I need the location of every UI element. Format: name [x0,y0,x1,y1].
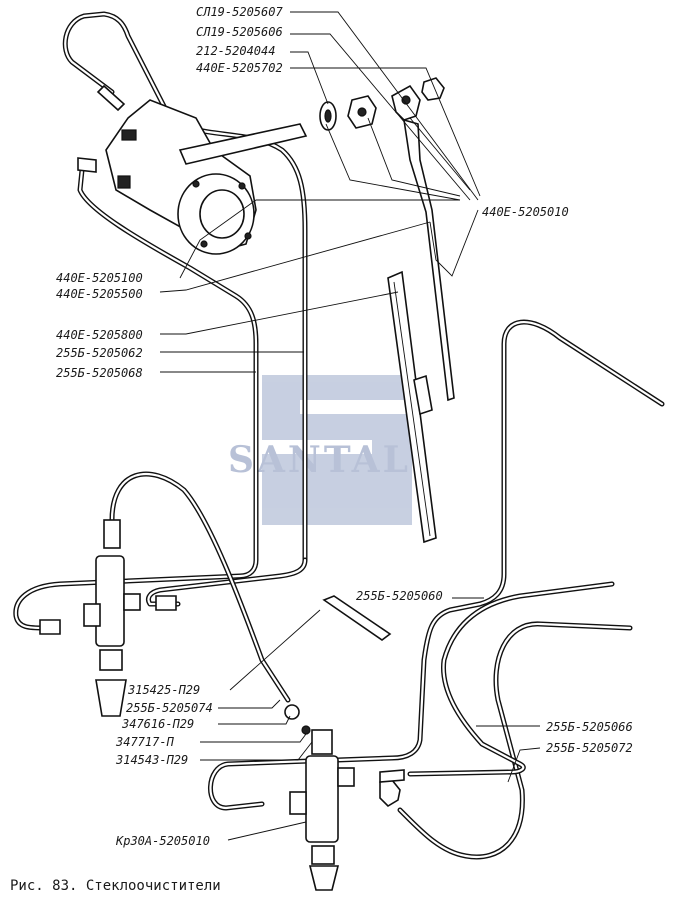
watermark: SANTAL [228,375,412,525]
tube-nut [284,704,300,720]
leader-lines [159,11,541,841]
cap-nut-part [421,77,445,101]
part-label: 440Е-5205500 [56,287,143,301]
part-label: 255Б-5205068 [56,366,143,380]
tube-center [145,557,308,607]
part-label: 212-5204044 [196,44,275,58]
part-label: Кр30А-5205010 [115,834,210,848]
valve-port [123,593,141,611]
mounting-bracket [322,595,392,641]
motor-terminal [121,129,137,141]
valve-elbow [311,729,333,755]
part-label: 347616-П29 [121,717,194,731]
labels-bottom-left: 315425-П29 255Б-5205074 347616-П29 34771… [115,683,213,767]
labels-bottom-right: 255Б-5205066 255Б-5205072 [546,720,633,755]
part-label: 440Е-5205702 [196,61,283,75]
labels-top: СЛ19-5205607 СЛ19-5205606 212-5204044 44… [196,5,283,75]
small-parts-top [319,77,445,131]
wiper-motor [77,84,308,255]
part-label: 255Б-5205062 [56,346,143,360]
valve-body [305,755,339,843]
part-label: СЛ19-5205606 [196,25,283,39]
tube-right-mid [407,581,615,777]
figure-caption: Рис. 83. Стеклоочистители [10,878,221,894]
part-label: 255Б-5205072 [546,741,633,755]
tube-fitting [379,769,405,783]
tube-washer-arc [109,471,291,703]
left-valve [39,519,177,717]
part-label: 347717-П [115,735,175,749]
part-label: 314543-П29 [115,753,188,767]
valve-nut [99,649,123,671]
tube-fitting [155,595,177,611]
valve-nut [311,845,335,865]
motor-terminal [117,175,131,189]
part-label: 440Е-5205800 [56,328,143,342]
right-valve [284,704,405,891]
tube-right-upper [208,319,665,811]
tube-fitting [96,84,126,112]
tube-nut [379,779,401,808]
tube-fitting [39,619,61,635]
labels-left: 440Е-5205100 440Е-5205500 440Е-5205800 2… [56,271,143,380]
valve-knob [95,679,127,717]
part-label: 315425-П29 [127,683,200,697]
tube-fitting [77,157,97,173]
valve-body [95,555,125,647]
part-label: СЛ19-5205607 [196,5,283,19]
motor-shaft [178,123,308,165]
part-label: 255Б-5205060 [356,589,443,603]
wiper-blade [387,270,437,544]
tube-left-long [13,167,259,631]
valve-port [83,603,101,627]
valve-knob [308,865,340,891]
watermark-logo-stripe [300,400,412,414]
valve-port [337,767,355,787]
valve-fitting [103,519,121,549]
part-label: 255Б-5205066 [546,720,633,734]
tube-right-lower [397,621,633,860]
part-label: 440Е-5205100 [56,271,143,285]
watermark-logo-stripe [262,440,372,454]
part-label: 440Е-5205010 [482,205,569,219]
part-label: 255Б-5205074 [126,701,213,715]
valve-port [289,791,307,815]
